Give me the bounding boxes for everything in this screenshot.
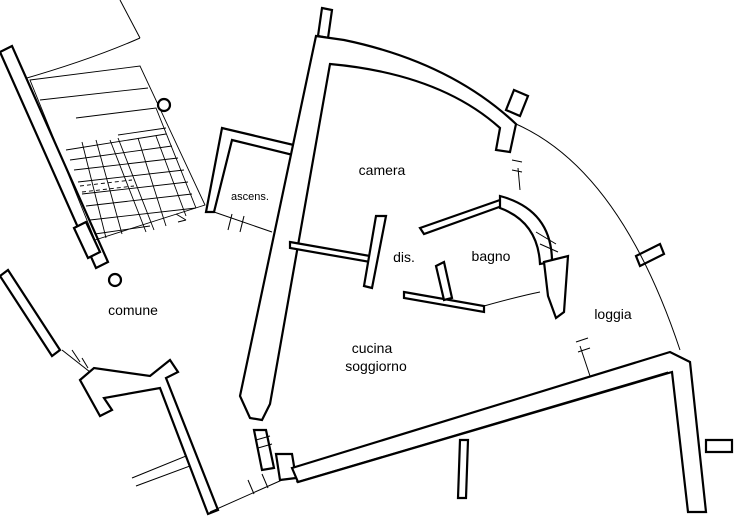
label-loggia: loggia: [594, 306, 632, 322]
label-bagno: bagno: [472, 248, 511, 264]
loggia-arc: [511, 123, 681, 377]
apartment-walls: [238, 6, 734, 514]
column-bottom: [107, 272, 123, 288]
corridor-curve: [19, 0, 141, 81]
internal-walls: [288, 194, 570, 320]
door-mark-2: [257, 443, 273, 449]
column-top: [156, 97, 172, 113]
label-camera: camera: [359, 162, 406, 178]
door-mark-1: [255, 435, 271, 441]
stair-treads: [65, 133, 197, 239]
label-comune: comune: [108, 302, 158, 318]
label-disimpegno: dis.: [393, 249, 415, 265]
label-cucina: cucina: [352, 340, 393, 356]
label-soggiorno: soggiorno: [345, 358, 407, 374]
lower-left-walls: [0, 268, 283, 516]
staircase: [0, 44, 206, 270]
stair-wall-stub: [72, 220, 102, 260]
stair-wall-left: [0, 44, 110, 270]
room-labels: camera ascens. dis. bagno comune loggia …: [108, 162, 632, 374]
label-ascensore: ascens.: [231, 191, 269, 203]
